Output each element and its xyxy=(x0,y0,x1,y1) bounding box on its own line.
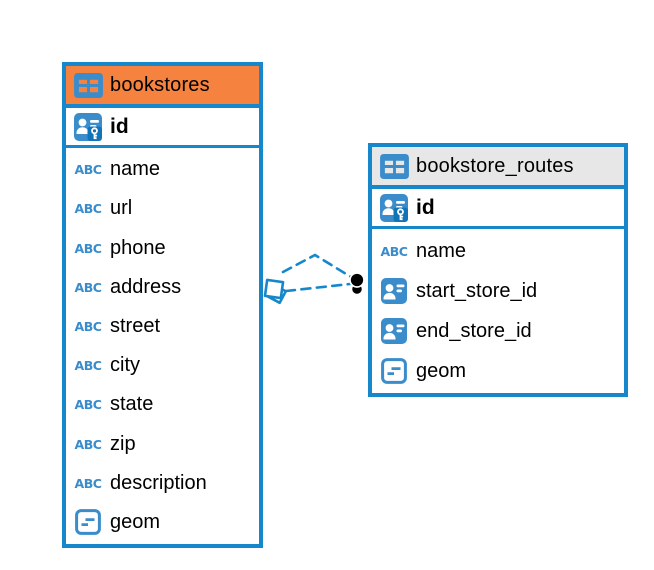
table-title: bookstore_routes xyxy=(416,154,574,177)
column-label: name xyxy=(416,239,467,262)
column-row-id[interactable]: id xyxy=(372,189,624,229)
column-label: zip xyxy=(110,432,136,455)
table-bookstore-routes-header[interactable]: bookstore_routes xyxy=(372,147,624,189)
column-row-name[interactable]: ABC name xyxy=(372,231,624,271)
column-label: url xyxy=(110,197,133,220)
column-label: city xyxy=(110,354,140,377)
column-label: id xyxy=(416,195,435,219)
column-row-id[interactable]: id xyxy=(66,108,259,148)
column-label: street xyxy=(110,314,161,337)
text-type-icon: ABC xyxy=(74,162,102,178)
text-type-icon: ABC xyxy=(74,358,102,374)
column-label: end_store_id xyxy=(416,319,532,342)
column-label: state xyxy=(110,393,154,416)
column-label: start_store_id xyxy=(416,279,538,302)
column-row-geom[interactable]: geom xyxy=(66,503,259,542)
column-row-state[interactable]: ABC state xyxy=(66,385,259,424)
column-row-start-store-id[interactable]: start_store_id xyxy=(372,271,624,311)
column-label: name xyxy=(110,158,161,181)
column-label: geom xyxy=(416,359,467,382)
table-icon xyxy=(379,154,409,179)
table-icon xyxy=(73,73,103,98)
text-type-icon: ABC xyxy=(74,318,102,334)
geometry-type-icon xyxy=(73,509,103,535)
text-type-icon: ABC xyxy=(74,240,102,256)
text-type-icon: ABC xyxy=(74,279,102,295)
column-row-phone[interactable]: ABC phone xyxy=(66,228,259,267)
text-type-icon: ABC xyxy=(74,436,102,452)
table-bookstore-routes[interactable]: bookstore_routes id ABC name start_store… xyxy=(368,143,628,397)
reference-type-icon xyxy=(379,318,409,344)
column-row-street[interactable]: ABC street xyxy=(66,307,259,346)
column-label: address xyxy=(110,275,182,298)
relationship-line-1[interactable] xyxy=(281,253,353,279)
text-type-icon: ABC xyxy=(74,201,102,217)
column-label: description xyxy=(110,471,207,494)
table-title: bookstores xyxy=(110,73,210,96)
dot-marker[interactable] xyxy=(349,272,365,296)
primary-key-icon xyxy=(379,194,409,222)
relationship-connector xyxy=(263,253,365,305)
table-bookstores-header[interactable]: bookstores xyxy=(66,66,259,108)
column-row-address[interactable]: ABC address xyxy=(66,268,259,307)
column-label: id xyxy=(110,114,129,138)
column-row-zip[interactable]: ABC zip xyxy=(66,424,259,463)
column-row-name[interactable]: ABC name xyxy=(66,150,259,189)
column-row-city[interactable]: ABC city xyxy=(66,346,259,385)
column-row-description[interactable]: ABC description xyxy=(66,464,259,503)
table-bookstores-columns: ABC name ABC url ABC phone ABC address A… xyxy=(66,148,259,544)
table-bookstore-routes-columns: ABC name start_store_id end_store_id geo… xyxy=(372,229,624,393)
column-row-geom[interactable]: geom xyxy=(372,351,624,391)
reference-type-icon xyxy=(379,278,409,304)
relationship-line-2[interactable] xyxy=(284,282,352,293)
geometry-type-icon xyxy=(379,358,409,384)
primary-key-icon xyxy=(73,113,103,141)
column-label: phone xyxy=(110,236,166,259)
text-type-icon: ABC xyxy=(380,243,408,259)
column-row-url[interactable]: ABC url xyxy=(66,189,259,228)
column-label: geom xyxy=(110,510,161,533)
table-bookstores[interactable]: bookstores id ABC name ABC url ABC phone… xyxy=(62,62,263,548)
column-row-end-store-id[interactable]: end_store_id xyxy=(372,311,624,351)
text-type-icon: ABC xyxy=(74,397,102,413)
diamond-marker[interactable] xyxy=(263,278,288,305)
text-type-icon: ABC xyxy=(74,475,102,491)
